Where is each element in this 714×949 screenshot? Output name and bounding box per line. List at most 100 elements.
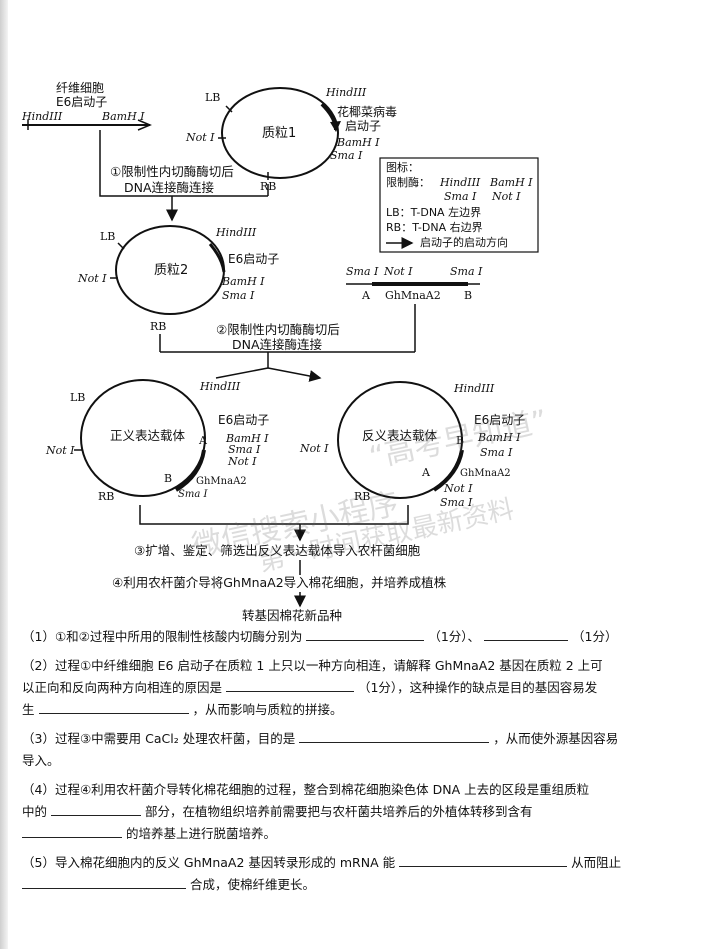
q2-line-3b: ，从而影响与质粒的拼接。 (192, 702, 343, 717)
q2-blank-1[interactable] (226, 677, 354, 692)
step2-split (215, 368, 320, 378)
step1-label-2: DNA连接酶连接 (124, 180, 215, 195)
plasmid1-sma: Sma I (330, 149, 363, 162)
antisense-e6: E6启动子 (474, 413, 525, 427)
q2-line-1: （2）过程①中纤维细胞 E6 启动子在质粒 1 上只以一种方向相连，请解释 Gh… (22, 658, 603, 673)
cloning-diagram: 纤维细胞 E6启动子 HindIII BamH I 质粒1 LB RB Not … (21, 81, 551, 623)
question-5-line-1: （5）导入棉花细胞内的反义 GhMnaA2 基因转录形成的 mRNA 能 从而阻… (22, 852, 702, 874)
q5-blank-2[interactable] (22, 874, 186, 889)
q3-line-1a: （3）过程③中需要用 CaCl₂ 处理农杆菌，目的是 (22, 731, 296, 746)
question-4-line-1: （4）过程④利用农杆菌介导转化棉花细胞的过程，整合到棉花细胞染色体 DNA 上去… (22, 779, 702, 801)
legend-title: 图标： (386, 160, 419, 174)
legend-bam: BamH I (489, 176, 533, 189)
sense-sma: Sma I (228, 443, 261, 456)
question-4-line-3: 的培养基上进行脱菌培养。 (22, 823, 702, 845)
q4-line-2a: 中的 (22, 804, 48, 819)
q3-blank-1[interactable] (299, 728, 490, 743)
legend-box (379, 157, 539, 253)
antisense-not-bottom: Not I (443, 482, 473, 495)
antisense-sma: Sma I (480, 446, 513, 459)
cauliflower-arrow-icon (330, 121, 341, 132)
plasmid1-lb: LB (205, 91, 220, 104)
plasmid2-lb-tick (117, 242, 125, 250)
antisense-vector-name: 反义表达载体 (362, 428, 438, 443)
page-edge-shadow (0, 0, 8, 949)
q2-line-2b: （1分），这种操作的缺点是目的基因容易发 (357, 680, 598, 695)
q2-blank-2[interactable] (38, 699, 189, 714)
plasmid1-hind: HindIII (325, 86, 367, 99)
antisense-rb: RB (354, 490, 370, 503)
legend-hind: HindIII (439, 176, 481, 189)
question-5-line-2: 合成，使棉纤维更长。 (22, 874, 702, 896)
antisense-gene-arc (432, 449, 464, 492)
q3-line-2: 导入。 (22, 753, 60, 768)
q4-line-3: 的培养基上进行脱菌培养。 (125, 826, 276, 841)
plasmid2-e6: E6启动子 (228, 252, 279, 266)
e6-promoter-label: E6启动子 (56, 95, 107, 109)
sense-lb: LB (70, 391, 85, 404)
q5-line-1a: （5）导入棉花细胞内的反义 GhMnaA2 基因转录形成的 mRNA 能 (22, 855, 396, 870)
gene-b: B (464, 289, 472, 302)
q1-blank-2[interactable] (484, 626, 569, 641)
question-4-line-2: 中的 部分，在植物组织培养前需要把与农杆菌共培养后的外植体转移到含有 (22, 801, 702, 823)
sense-hind: HindIII (199, 380, 241, 393)
step1-label-1: ①限制性内切酶酶切后 (110, 164, 234, 179)
step1-connector (99, 130, 172, 197)
legend-rb: RB：T-DNA 右边界 (386, 220, 483, 234)
sense-gene: GhMnaA2 (196, 476, 247, 487)
sense-b: B (164, 472, 172, 485)
antisense-sma-bottom: Sma I (440, 496, 473, 509)
q4-blank-2[interactable] (22, 823, 122, 838)
antisense-not-left: Not I (299, 442, 329, 455)
legend-arrow-text: 启动子的启动方向 (420, 235, 508, 249)
legend-sma: Sma I (444, 190, 477, 203)
gene-not: Not I (383, 265, 413, 278)
plasmid2-sma: Sma I (222, 289, 255, 302)
sense-vector-name: 正义表达载体 (110, 428, 186, 443)
q2-line-3a: 生 (22, 702, 35, 717)
q5-blank-1[interactable] (399, 852, 568, 867)
legend-lb: LB：T-DNA 左边界 (386, 206, 481, 219)
question-2-line-1: （2）过程①中纤维细胞 E6 启动子在质粒 1 上只以一种方向相连，请解释 Gh… (22, 655, 702, 677)
plasmid2-bam: BamH I (221, 275, 265, 288)
step2-label-2: DNA连接酶连接 (232, 337, 323, 352)
question-1: （1）①和②过程中所用的限制性核酸内切酶分别为 （1分）、 （1分） (22, 626, 702, 648)
q5-line-2: 合成，使棉纤维更长。 (189, 877, 315, 892)
q5-line-1b: 从而阻止 (571, 855, 622, 870)
step3-bracket (139, 505, 409, 525)
gene-a: A (361, 289, 371, 302)
hind-site-label: HindIII (21, 110, 63, 123)
antisense-a: A (421, 466, 431, 479)
plasmid1-noti: Not I (185, 131, 215, 144)
q3-line-1b: ，从而使外源基因容易 (493, 731, 619, 746)
q2-line-2a: 以正向和反向两种方向相连的原因是 (22, 680, 223, 695)
question-3-line-1: （3）过程③中需要用 CaCl₂ 处理农杆菌，目的是 ，从而使外源基因容易 (22, 728, 702, 750)
gene-sma-left: Sma I (346, 265, 379, 278)
final-product-label: 转基因棉花新品种 (242, 608, 342, 623)
plasmid2-name: 质粒2 (154, 263, 188, 278)
sense-vector-circle (80, 379, 206, 497)
plasmid1-name: 质粒1 (262, 126, 296, 141)
q1-text: （1）①和②过程中所用的限制性核酸内切酶分别为 (22, 629, 303, 644)
e6-promoter-arrow-icon (137, 119, 152, 131)
plasmid2-rb: RB (150, 320, 166, 333)
question-2-line-2: 以正向和反向两种方向相连的原因是 （1分），这种操作的缺点是目的基因容易发 (22, 677, 702, 699)
plasmid1-bam: BamH I (336, 136, 380, 149)
antisense-bam: BamH I (477, 431, 521, 444)
antisense-gene: GhMnaA2 (460, 468, 511, 479)
sense-bam: BamH I (225, 432, 269, 445)
q4-line-1: （4）过程④利用农杆菌介导转化棉花细胞的过程，整合到棉花细胞染色体 DNA 上去… (22, 782, 590, 797)
sense-noti-left: Not I (45, 444, 75, 457)
q4-line-2b: 部分，在植物组织培养前需要把与农杆菌共培养后的外植体转移到含有 (144, 804, 533, 819)
gene-sma-right: Sma I (450, 265, 483, 278)
question-2-line-3: 生 ，从而影响与质粒的拼接。 (22, 699, 702, 721)
q1-blank-1[interactable] (306, 626, 425, 641)
q4-blank-1[interactable] (51, 801, 141, 816)
plasmid2-e6-arc (208, 243, 226, 273)
bam-site-label: BamH I (101, 110, 145, 123)
step4-label: ④利用农杆菌介导将GhMnaA2导入棉花细胞，并培养成植株 (112, 575, 447, 590)
antisense-vector-circle (337, 381, 463, 499)
antisense-b: B (456, 434, 464, 447)
legend-not: Not I (491, 190, 521, 203)
